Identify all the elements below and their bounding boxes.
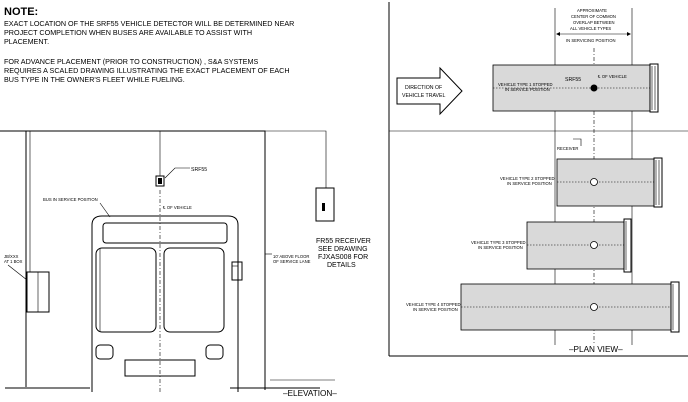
direction-label-2: VEHICLE TRAVEL <box>402 93 445 99</box>
srf55-detector-lens <box>158 178 162 184</box>
overlap-label-1: APPROXIMATE <box>577 8 607 13</box>
note-line-5: REQUIRES A SCALED DRAWING ILLUSTRATING T… <box>4 66 290 75</box>
note-line-6: BUS TYPE IN THE OWNER'S FLEET WHILE FUEL… <box>4 75 185 84</box>
direction-arrow <box>396 66 463 116</box>
overlap-arrow-right <box>627 32 631 36</box>
overlap-label-3: OVERLAP BETWEEN <box>573 20 615 25</box>
receiver-label-3: FJXAS008 FOR <box>318 254 368 261</box>
vehicle-4-front <box>670 281 680 333</box>
receiver-label-1: FR55 RECEIVER <box>316 238 371 245</box>
receiver-antenna <box>322 203 325 211</box>
vehicle-type-2: VEHICLE TYPE 2 STOPPED IN SERVICE POSITI… <box>500 157 663 208</box>
overlap-label-5: IN SERVICING POSITION <box>566 38 615 43</box>
direction-label-1: DIRECTION OF <box>405 85 442 91</box>
height-label-1: 10' ABOVE FLOOR <box>273 254 309 259</box>
bus-leader <box>99 202 111 218</box>
vehicle-2-body <box>556 158 655 207</box>
vehicle-2-detector <box>590 178 598 186</box>
bus-windshield-right <box>163 247 225 333</box>
note-line-1: EXACT LOCATION OF THE SRF55 VEHICLE DETE… <box>4 19 294 28</box>
receiver-box <box>315 187 335 222</box>
note-line-4: FOR ADVANCE PLACEMENT (PRIOR TO CONSTRUC… <box>4 57 258 66</box>
vehicle-1-front <box>649 63 659 113</box>
canopy-frame <box>26 130 266 390</box>
junction-box-label-2: AT 1 BOX <box>4 259 23 264</box>
vehicle-4-label-1: VEHICLE TYPE 4 STOPPED <box>406 302 461 307</box>
vehicle-2-front <box>653 157 663 208</box>
vehicle-type-4: VEHICLE TYPE 4 STOPPED IN SERVICE POSITI… <box>406 281 680 333</box>
vehicle-1-detector <box>590 84 598 92</box>
elevation-view-label: –ELEVATION– <box>283 389 337 398</box>
vehicle-3-label-1: VEHICLE TYPE 3 STOPPED <box>471 240 526 245</box>
plan-receiver-label: RECEIVER <box>557 146 578 151</box>
plan-receiver-marker <box>573 138 582 146</box>
vehicle-4-detector <box>590 303 598 311</box>
bus-destination-sign <box>102 222 228 244</box>
vehicle-1-label-2: IN SERVICE POSITION <box>505 87 550 92</box>
plan-srf55-label: SRF55 <box>565 77 581 83</box>
vehicle-type-1: VEHICLE TYPE 1 STOPPED IN SERVICE POSITI… <box>492 63 659 113</box>
vehicle-2-label-1: VEHICLE TYPE 2 STOPPED <box>500 176 555 181</box>
bus-mirror <box>231 261 243 281</box>
height-label-2: OF SERVICE LANE <box>273 259 311 264</box>
srf55-label: SRF55 <box>191 167 207 173</box>
vehicle-4-label-2: IN SERVICE POSITION <box>413 307 458 312</box>
vehicle-1-label-1: VEHICLE TYPE 1 STOPPED <box>498 82 553 87</box>
bus-windshield-left <box>95 247 157 333</box>
bus-grille <box>124 359 196 377</box>
plan-view-label: –PLAN VIEW– <box>569 345 623 354</box>
bus-front <box>91 215 243 392</box>
vehicle-3-detector <box>590 241 598 249</box>
bus-body <box>91 215 239 392</box>
overlap-label-2: CENTER OF COMMON <box>571 14 616 19</box>
srf55-detector <box>155 175 165 187</box>
bus-headlight-left <box>95 344 114 360</box>
vehicle-3-body <box>526 221 625 270</box>
bus-headlight-right <box>205 344 224 360</box>
vehicle-3-front <box>623 218 632 273</box>
vehicle-2-front-lines <box>655 160 660 205</box>
vehicle-3-label-2: IN SERVICE POSITION <box>478 245 523 250</box>
plan-view: APPROXIMATE CENTER OF COMMON OVERLAP BET… <box>388 2 688 357</box>
plan-cl-vehicle-label: ℄ OF VEHICLE <box>597 74 627 79</box>
elevation-view: JB/XXX AT 1 BOX SRF55 ℄ OF VEHICLE BUS I… <box>0 130 371 398</box>
note-line-3: PLACEMENT. <box>4 37 49 46</box>
srf55-leader <box>164 167 190 179</box>
junction-box-leader <box>7 264 28 281</box>
receiver-conduit <box>265 130 327 188</box>
vehicle-1-front-lines <box>651 66 656 110</box>
note-line-2: PROJECT COMPLETION WHEN BUSES ARE AVAILA… <box>4 28 252 37</box>
cl-vehicle-label: ℄ OF VEHICLE <box>162 205 192 210</box>
junction-box-label-1: JB/XXX <box>4 254 19 259</box>
bus-label: BUS IN SERVICE POSITION <box>43 197 98 202</box>
note-block: NOTE: EXACT LOCATION OF THE SRF55 VEHICL… <box>4 6 294 84</box>
overlap-label-4: ALL VEHICLE TYPES <box>570 26 611 31</box>
note-title: NOTE: <box>4 6 38 18</box>
overlap-arrow-left <box>556 32 560 36</box>
receiver-label-4: DETAILS <box>327 262 356 269</box>
vehicle-type-3: VEHICLE TYPE 3 STOPPED IN SERVICE POSITI… <box>471 218 632 273</box>
vehicle-2-label-2: IN SERVICE POSITION <box>507 181 552 186</box>
receiver-label-2: SEE DRAWING <box>318 246 368 253</box>
